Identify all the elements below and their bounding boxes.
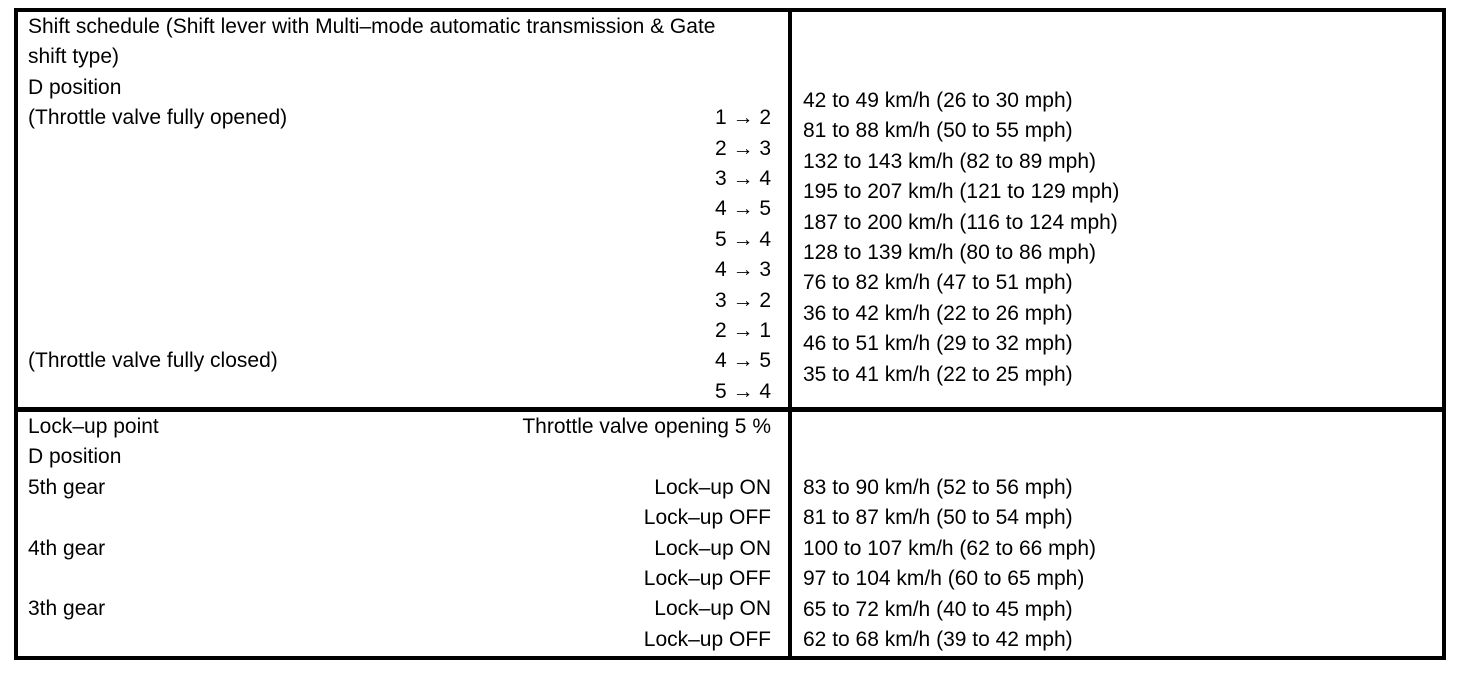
shift-pair: 5 → 4 xyxy=(714,379,771,403)
speed-value: 81 to 88 km/h (50 to 55 mph) xyxy=(803,119,1073,143)
lockup-state: Lock–up OFF xyxy=(643,566,771,590)
shift-row: (Throttle valve fully closed) 4 → 5 xyxy=(28,346,771,376)
shift-row: (Throttle valve fully opened) 1 → 2 xyxy=(28,103,771,133)
shift-pair: 4 → 5 xyxy=(714,349,771,373)
shift-pair: 4 → 3 xyxy=(714,258,771,282)
lockup-left-cell: Lock–up point Throttle valve opening 5 %… xyxy=(18,412,792,656)
shift-schedule-position-label: D position xyxy=(28,75,122,99)
speed-value: 83 to 90 km/h (52 to 56 mph) xyxy=(803,476,1073,499)
lockup-row: 4th gear Lock–up ON xyxy=(28,534,771,564)
lockup-state: Lock–up ON xyxy=(654,597,771,621)
speed-value: 35 to 41 km/h (22 to 25 mph) xyxy=(803,362,1073,386)
lockup-state: Lock–up ON xyxy=(654,536,771,560)
speed-value: 62 to 68 km/h (39 to 42 mph) xyxy=(803,627,1073,651)
lockup-row: 3th gear Lock–up ON xyxy=(28,594,771,624)
shift-pair: 2 → 3 xyxy=(714,136,771,160)
gear-label: 5th gear xyxy=(28,475,106,499)
shift-pair: 3 → 4 xyxy=(714,166,771,190)
lockup-state: Lock–up OFF xyxy=(643,506,771,530)
lockup-speeds-cell: 83 to 90 km/h (52 to 56 mph) 81 to 87 km… xyxy=(792,412,1442,656)
speed-value: 132 to 143 km/h (82 to 89 mph) xyxy=(803,149,1097,173)
shift-pair: 1 → 2 xyxy=(714,106,771,130)
lockup-position-label: D position xyxy=(28,445,122,469)
shift-pair: 2 → 1 xyxy=(714,318,771,342)
lockup-state: Lock–up OFF xyxy=(643,627,771,651)
lockup-point-section: Lock–up point Throttle valve opening 5 %… xyxy=(18,412,1442,656)
speed-value: 65 to 72 km/h (40 to 45 mph) xyxy=(803,597,1073,621)
speed-value: 36 to 42 km/h (22 to 26 mph) xyxy=(803,301,1073,325)
speed-value: 97 to 104 km/h (60 to 65 mph) xyxy=(803,567,1085,591)
lockup-point-title: Lock–up point xyxy=(28,415,159,438)
gear-label: 4th gear xyxy=(28,536,106,560)
throttle-closed-label: (Throttle valve fully closed) xyxy=(28,349,278,373)
speed-value: 81 to 87 km/h (50 to 54 mph) xyxy=(803,506,1073,530)
throttle-opening-label: Throttle valve opening 5 % xyxy=(522,415,771,438)
shift-pair: 3 → 2 xyxy=(714,288,771,312)
shift-schedule-title-line2: shift type) xyxy=(28,45,120,69)
speed-value: 76 to 82 km/h (47 to 51 mph) xyxy=(803,271,1073,295)
shift-schedule-left-cell: Shift schedule (Shift lever with Multi–m… xyxy=(18,12,792,407)
speed-value: 187 to 200 km/h (116 to 124 mph) xyxy=(803,210,1118,234)
lockup-header-row: Lock–up point Throttle valve opening 5 % xyxy=(28,412,771,442)
shift-schedule-section: Shift schedule (Shift lever with Multi–m… xyxy=(18,12,1442,412)
shift-speeds-cell: 42 to 49 km/h (26 to 30 mph) 81 to 88 km… xyxy=(792,12,1442,407)
lockup-state: Lock–up ON xyxy=(654,475,771,499)
speed-value: 42 to 49 km/h (26 to 30 mph) xyxy=(803,89,1073,112)
gear-label: 3th gear xyxy=(28,597,106,621)
speed-value: 128 to 139 km/h (80 to 86 mph) xyxy=(803,240,1097,264)
speed-value: 46 to 51 km/h (29 to 32 mph) xyxy=(803,332,1073,356)
shift-schedule-table: Shift schedule (Shift lever with Multi–m… xyxy=(14,8,1446,660)
speed-value: 195 to 207 km/h (121 to 129 mph) xyxy=(803,180,1120,204)
speed-value: 100 to 107 km/h (62 to 66 mph) xyxy=(803,536,1097,560)
shift-pair: 4 → 5 xyxy=(714,197,771,221)
shift-schedule-title-line1: Shift schedule (Shift lever with Multi–m… xyxy=(28,15,716,38)
shift-pair: 5 → 4 xyxy=(714,227,771,251)
throttle-opened-label: (Throttle valve fully opened) xyxy=(28,106,288,130)
lockup-row: 5th gear Lock–up ON xyxy=(28,473,771,503)
